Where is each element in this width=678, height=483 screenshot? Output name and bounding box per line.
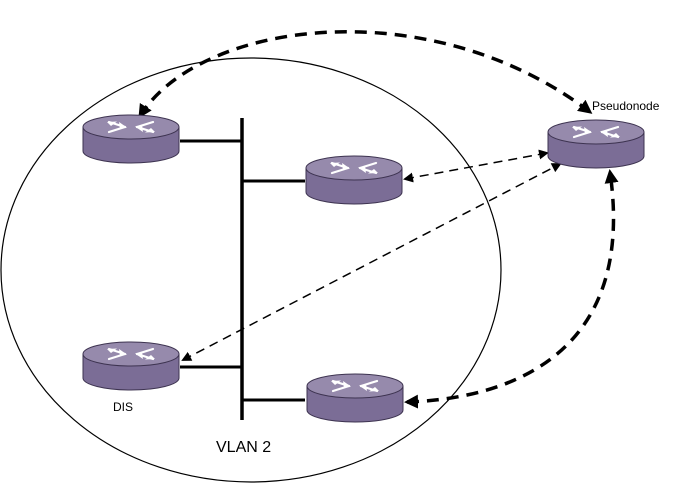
adjacency-middle-pseudonode bbox=[403, 149, 549, 183]
adjacency-top-left-pseudonode bbox=[138, 30, 593, 119]
router-pseudonode-icon bbox=[546, 118, 646, 170]
router-dis-icon bbox=[81, 340, 181, 392]
router-top-left-icon bbox=[81, 113, 181, 165]
router-bottom-right-icon bbox=[305, 372, 405, 424]
vlan-ellipse bbox=[0, 57, 502, 483]
router-middle-icon bbox=[304, 154, 404, 206]
adjacency-dis-pseudonode bbox=[181, 163, 562, 361]
adjacency-bottom-right-pseudonode bbox=[404, 169, 619, 409]
vlan-label: VLAN 2 bbox=[216, 439, 271, 456]
dis-label: DIS bbox=[113, 400, 133, 414]
pseudonode-label: Pseudonode bbox=[592, 99, 660, 113]
